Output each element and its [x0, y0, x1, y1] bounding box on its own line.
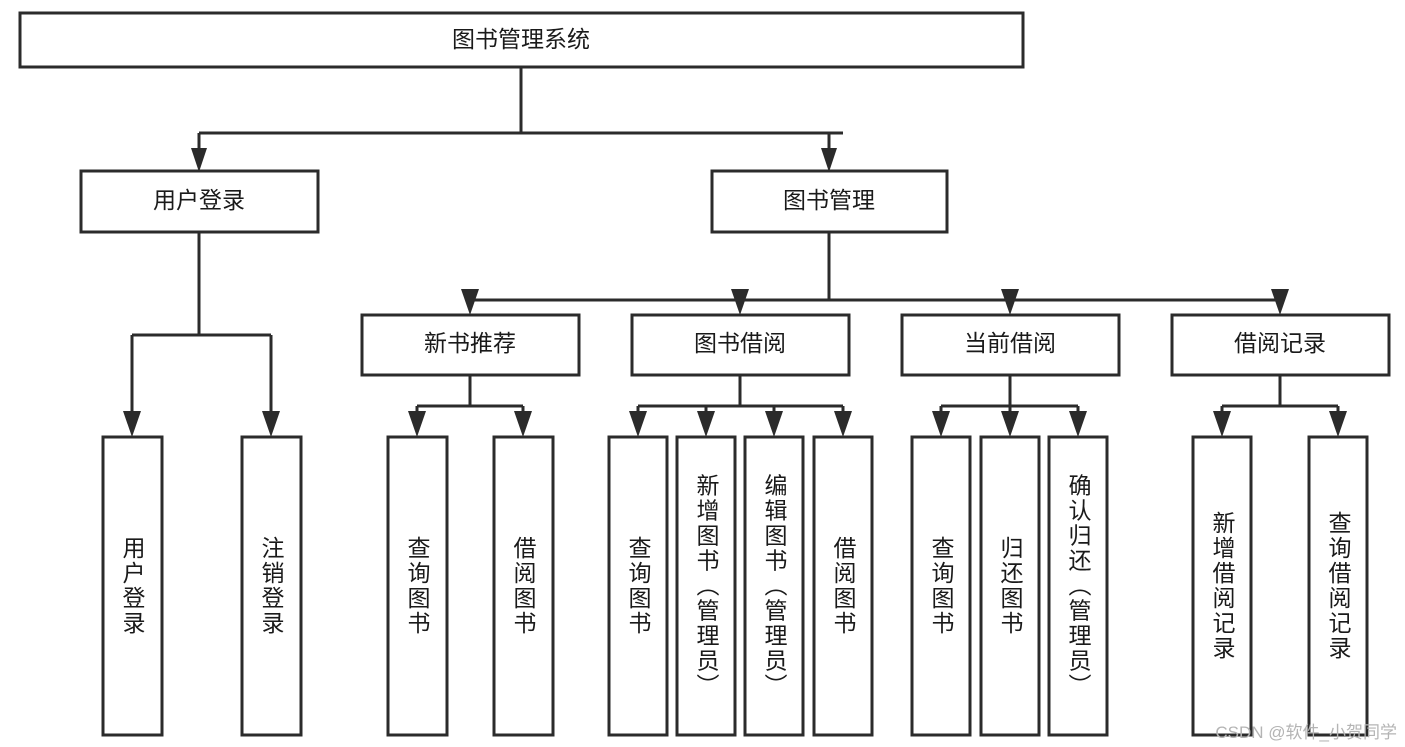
node-label: 归还图书	[997, 536, 1024, 636]
node-leaf-add-book-admin[interactable]: 新增图书（管理员）	[675, 435, 737, 737]
connector-root-to-level1	[191, 67, 843, 172]
node-label: 图书管理系统	[452, 26, 590, 52]
node-leaf-query-book-borrow[interactable]: 查询图书	[607, 435, 669, 737]
node-label: 新增图书（管理员）	[693, 474, 720, 699]
connector-borrowrecord-to-leaves	[1213, 375, 1347, 437]
node-leaf-borrow-book-recommend[interactable]: 借阅图书	[492, 435, 555, 737]
node-label: 新增借阅记录	[1209, 511, 1236, 661]
node-label: 查询图书	[928, 536, 955, 636]
connector-newbook-to-leaves	[408, 375, 532, 437]
node-label: 注销登录	[258, 536, 285, 636]
node-leaf-query-book-recommend[interactable]: 查询图书	[386, 435, 449, 737]
node-label: 查询图书	[625, 536, 652, 636]
node-root-book-management-system[interactable]: 图书管理系统	[18, 11, 1025, 69]
node-label: 借阅图书	[510, 536, 537, 636]
node-book-borrow[interactable]: 图书借阅	[630, 313, 851, 377]
node-label: 当前借阅	[964, 330, 1056, 356]
connector-bookmgmt-to-level2	[461, 232, 1289, 315]
node-current-borrow[interactable]: 当前借阅	[900, 313, 1121, 377]
node-leaf-logout[interactable]: 注销登录	[240, 435, 303, 737]
node-label: 新书推荐	[424, 330, 516, 356]
node-label: 用户登录	[153, 187, 245, 213]
connector-currentborrow-to-leaves	[932, 375, 1087, 437]
node-label: 确认归还（管理员）	[1065, 474, 1092, 699]
node-label: 查询图书	[404, 536, 431, 636]
node-leaf-return-book[interactable]: 归还图书	[979, 435, 1041, 737]
node-leaf-confirm-return-admin[interactable]: 确认归还（管理员）	[1047, 435, 1109, 737]
node-leaf-edit-book-admin[interactable]: 编辑图书（管理员）	[743, 435, 805, 737]
node-leaf-user-login[interactable]: 用户登录	[101, 435, 164, 737]
node-user-login[interactable]: 用户登录	[79, 169, 320, 234]
node-label: 借阅图书	[830, 536, 857, 636]
node-label: 图书管理	[783, 187, 875, 213]
node-leaf-query-book-current[interactable]: 查询图书	[910, 435, 972, 737]
node-leaf-borrow-book[interactable]: 借阅图书	[812, 435, 874, 737]
node-label: 查询借阅记录	[1325, 511, 1352, 661]
node-borrow-record[interactable]: 借阅记录	[1170, 313, 1391, 377]
node-label: 图书借阅	[694, 330, 786, 356]
node-label: 编辑图书（管理员）	[761, 474, 788, 699]
node-leaf-add-borrow-record[interactable]: 新增借阅记录	[1191, 435, 1253, 737]
connector-bookborrow-to-leaves	[629, 375, 852, 437]
node-leaf-query-borrow-record[interactable]: 查询借阅记录	[1307, 435, 1369, 737]
node-label: 借阅记录	[1234, 330, 1326, 356]
node-label: 用户登录	[119, 536, 146, 636]
connector-userlogin-to-leaves	[123, 232, 280, 437]
node-new-book-recommend[interactable]: 新书推荐	[360, 313, 581, 377]
node-book-management[interactable]: 图书管理	[710, 169, 949, 234]
